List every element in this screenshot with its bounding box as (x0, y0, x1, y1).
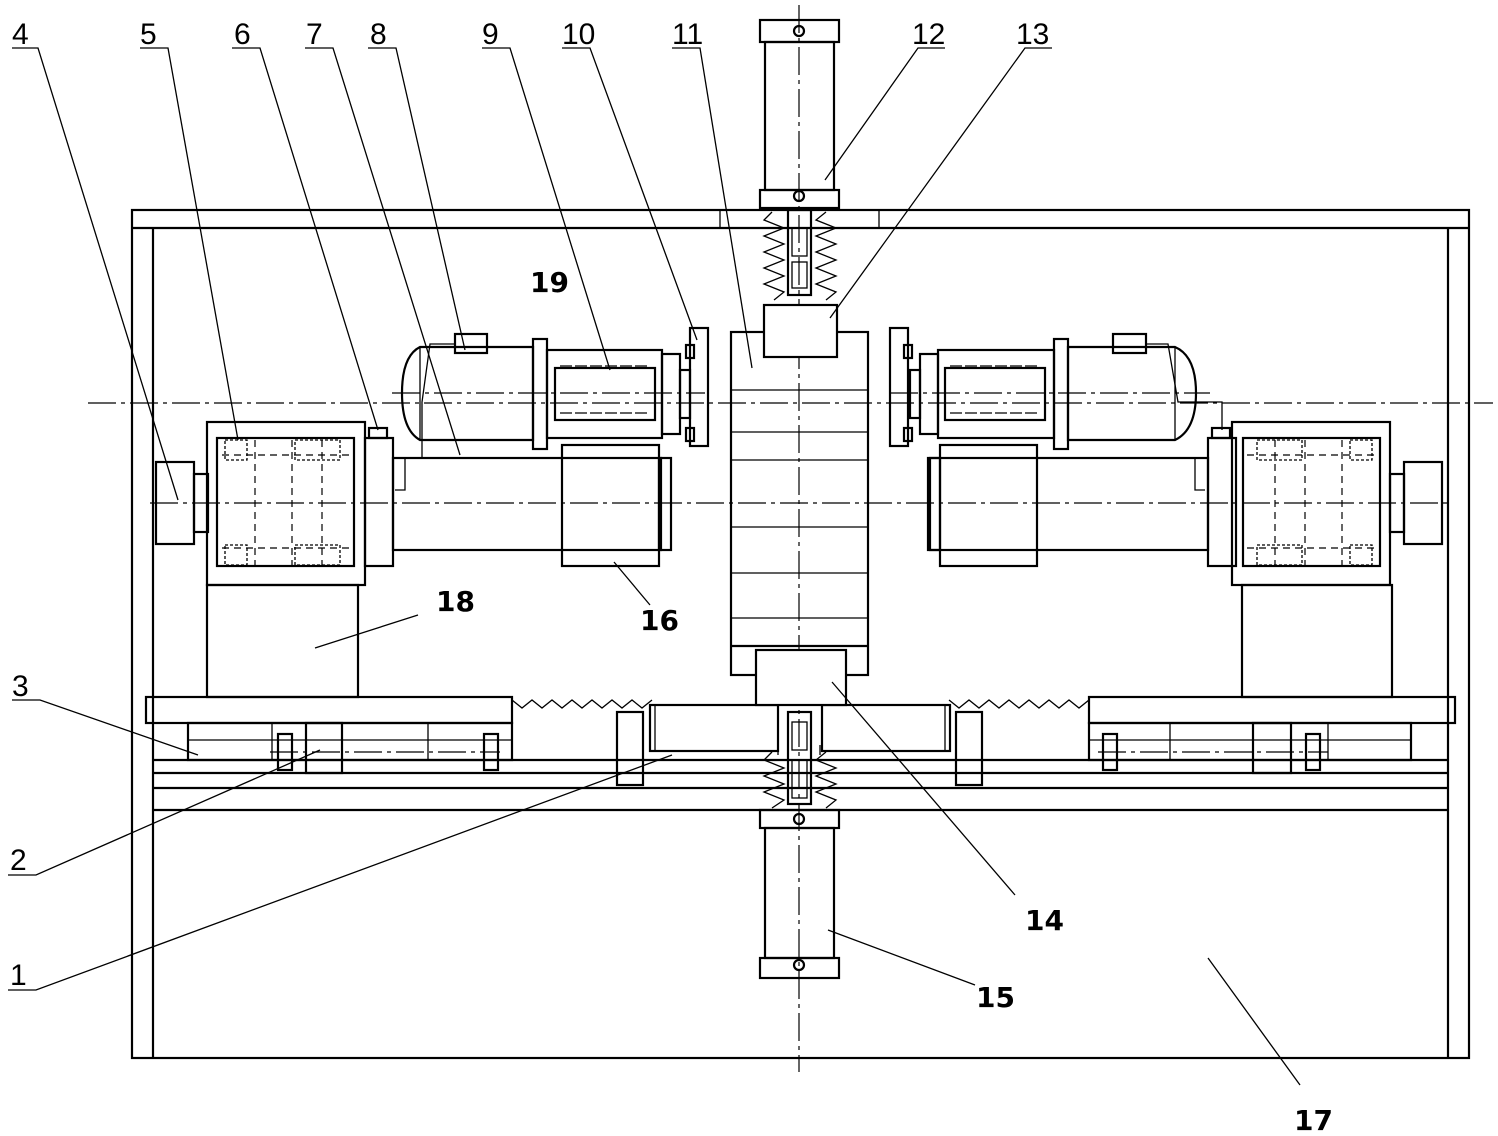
label-13: 13 (1016, 18, 1049, 51)
leader-lines (8, 47, 1301, 1086)
label-10: 10 (562, 18, 595, 51)
top-cylinder (758, 18, 841, 301)
lower-guide (511, 698, 1090, 787)
part-labels: 4 5 6 7 8 9 10 11 12 13 3 2 1 19 18 16 1… (10, 18, 1333, 1136)
center-lines (88, 5, 1493, 1072)
central-column (729, 303, 870, 707)
label-4: 4 (12, 18, 29, 51)
label-18: 18 (436, 585, 475, 618)
label-15: 15 (976, 981, 1015, 1014)
label-7: 7 (306, 18, 323, 51)
label-12: 12 (912, 18, 945, 51)
right-shaft-assembly (926, 420, 1444, 587)
label-9: 9 (482, 18, 499, 51)
label-11: 11 (672, 18, 703, 51)
label-6: 6 (234, 18, 251, 51)
label-1: 1 (10, 959, 27, 992)
label-5: 5 (140, 18, 157, 51)
label-3: 3 (12, 670, 29, 703)
label-19: 19 (530, 266, 569, 299)
left-shaft-assembly (154, 420, 673, 587)
label-17: 17 (1294, 1104, 1333, 1136)
right-motor-assembly (888, 326, 1223, 451)
bottom-cylinder (758, 710, 841, 980)
label-2: 2 (10, 844, 27, 877)
right-slide-assembly (1087, 583, 1457, 775)
label-14: 14 (1025, 904, 1064, 937)
label-8: 8 (370, 18, 387, 51)
left-motor-assembly (400, 326, 710, 458)
label-16: 16 (640, 604, 679, 637)
